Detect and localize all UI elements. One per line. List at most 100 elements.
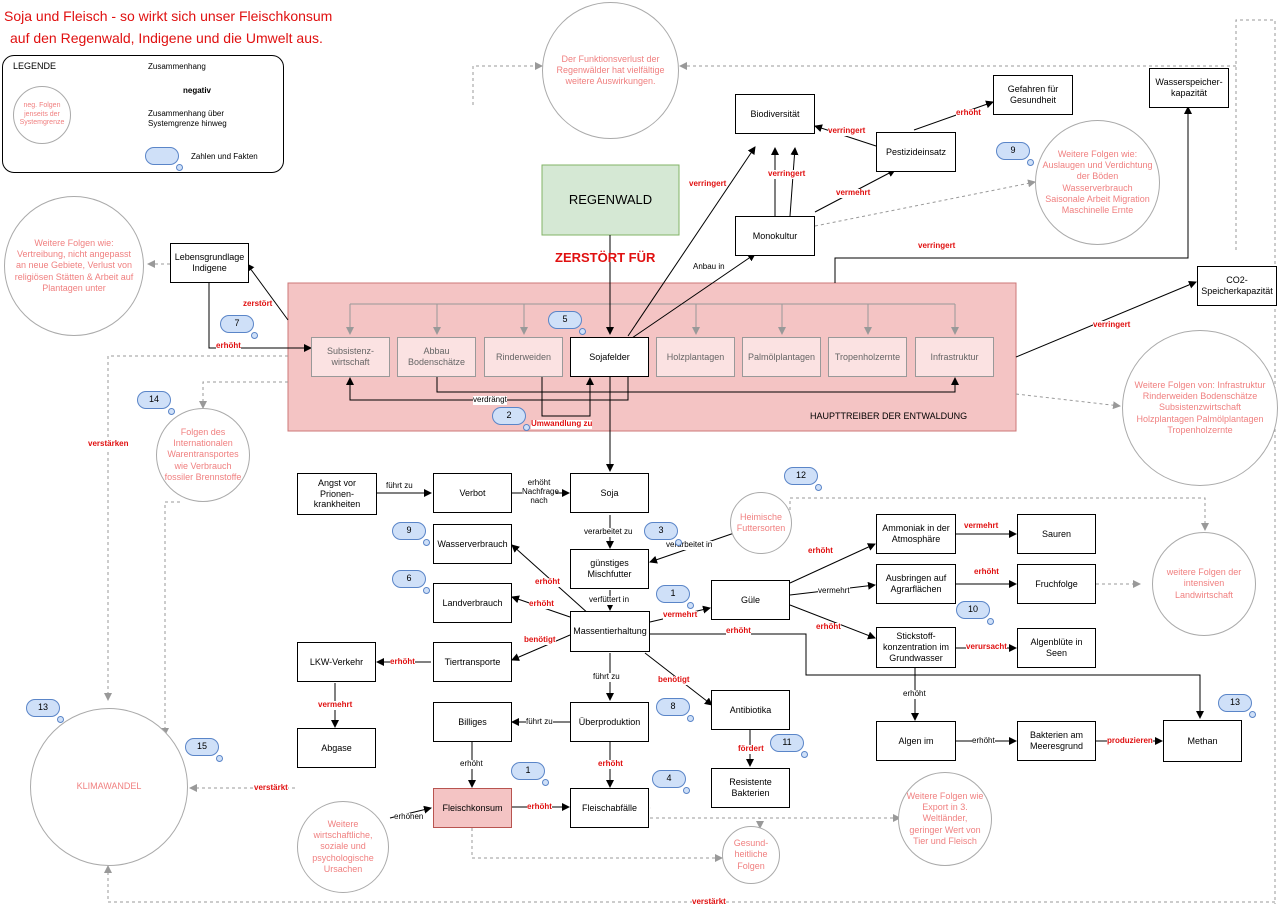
cloud-icon: 11 bbox=[770, 734, 808, 758]
edge-verringert-biodiv-pest: verringert bbox=[828, 126, 866, 136]
node-ueberproduktion: Überproduktion bbox=[570, 702, 649, 742]
edge-vermehrt-abgase: vermehrt bbox=[318, 700, 353, 710]
legend-grenze-2: Systemgrenze hinweg bbox=[148, 119, 227, 128]
node-pestizid: Pestizideinsatz bbox=[876, 132, 956, 172]
cloud-icon: 10 bbox=[956, 601, 994, 625]
node-massentierhaltung: Massentierhaltung bbox=[570, 611, 650, 652]
circle-heimisch: Heimische Futtersorten bbox=[730, 492, 792, 554]
edge-erhoehen: erhöhen bbox=[394, 812, 424, 822]
node-co2: CO2-Speicherkapazität bbox=[1197, 266, 1277, 306]
cloud-icon: 8 bbox=[656, 698, 694, 722]
edge-vermehrt-guele: vermehrt bbox=[663, 610, 698, 620]
node-algenbluete: Algenblüte in Seen bbox=[1017, 628, 1096, 668]
regenwald-label: REGENWALD bbox=[568, 192, 653, 208]
cloud-icon: 12 bbox=[784, 467, 822, 491]
cloud-icon: 9 bbox=[392, 522, 430, 546]
circle-intensiv: weitere Folgen der intensiven Landwirtsc… bbox=[1152, 532, 1256, 636]
edge-erhoeht-stickstoff: erhöht bbox=[816, 622, 841, 632]
edge-umwandlung: Umwandlung zu bbox=[531, 419, 593, 429]
edge-verursacht: verursacht bbox=[966, 642, 1007, 652]
edge-anbau: Anbau in bbox=[693, 262, 725, 272]
node-abgase: Abgase bbox=[297, 728, 376, 768]
edge-erhoeht-indigene: erhöht bbox=[216, 341, 241, 351]
edge-erhoeht-bakterien: erhöht bbox=[972, 736, 995, 746]
node-stickstoff: Stickstoff-konzentration im Grundwasser bbox=[876, 627, 956, 668]
node-resistente: Resistente Bakterien bbox=[711, 768, 790, 808]
cloud-icon: 6 bbox=[392, 570, 430, 594]
edge-erhoeht-methan: erhöht bbox=[726, 626, 751, 636]
edge-foerdert: fördert bbox=[738, 744, 764, 754]
edge-erhoeht-frucht: erhöht bbox=[974, 567, 999, 577]
edge-produzieren: produzieren bbox=[1107, 736, 1153, 746]
legend-heading: LEGENDE bbox=[13, 61, 57, 71]
driver-rinder: Rinderweiden bbox=[484, 337, 563, 377]
circle-warentransport: Folgen des Internationalen Warentranspor… bbox=[156, 408, 250, 502]
circle-klimawandel: KLIMAWANDEL bbox=[30, 708, 188, 866]
edge-verringert-soja-biodiv: verringert bbox=[689, 179, 727, 189]
driver-soja: Sojafelder bbox=[570, 337, 649, 377]
node-angst: Angst vor Prionen-krankheiten bbox=[297, 473, 377, 515]
legend-circle: neg. Folgen jenseits der Systemgrenze bbox=[13, 86, 71, 144]
node-fleischabfaelle: Fleischabfälle bbox=[570, 788, 649, 828]
edge-erhoeht-nachfrage: erhöht Nachfrage nach bbox=[522, 478, 559, 506]
edge-benoetigt-antibiotika: benötigt bbox=[658, 675, 690, 685]
node-lebensgrundlage: Lebensgrundlage Indigene bbox=[170, 243, 249, 283]
cloud-icon: 5 bbox=[548, 311, 586, 335]
node-biodiversitaet: Biodiversität bbox=[735, 94, 815, 134]
legend-zahlen: Zahlen und Fakten bbox=[191, 152, 258, 161]
edge-vermehrt-sauren: vermehrt bbox=[964, 521, 999, 531]
legend-cloud-icon bbox=[145, 147, 183, 171]
edge-verarbeitet-in: verarbeitet in bbox=[666, 540, 713, 550]
driver-tropen: Tropenholzernte bbox=[828, 337, 907, 377]
cloud-icon: 13 bbox=[1218, 694, 1256, 718]
legend-grenze-1: Zusammenhang über bbox=[148, 109, 225, 118]
edge-erhoeht-wasser: erhöht bbox=[535, 577, 560, 587]
edge-vermehrt-pest: vermehrt bbox=[836, 188, 871, 198]
edge-zerstort: zerstört bbox=[243, 299, 273, 309]
edge-erhoeht-abfaelle: erhöht bbox=[598, 759, 623, 769]
edge-erhoeht-gefahren: erhöht bbox=[956, 108, 981, 118]
node-sauren: Sauren bbox=[1017, 514, 1096, 554]
edge-verringert-mono: verringert bbox=[768, 169, 806, 179]
cloud-icon: 14 bbox=[137, 391, 175, 415]
node-verbot: Verbot bbox=[433, 473, 512, 513]
driver-holz: Holzplantagen bbox=[656, 337, 735, 377]
cloud-icon: 15 bbox=[185, 738, 223, 762]
cloud-icon: 1 bbox=[656, 585, 694, 609]
node-wasserverbrauch: Wasserverbrauch bbox=[433, 524, 512, 564]
node-monokultur: Monokultur bbox=[735, 216, 815, 256]
node-ammoniak: Ammoniak in der Atmosphäre bbox=[876, 514, 956, 554]
edge-erhoeht-konsum: erhöht bbox=[527, 802, 552, 812]
cloud-icon: 9 bbox=[996, 142, 1034, 166]
circle-export: Weitere Folgen wie Export in 3. Weltländ… bbox=[898, 772, 992, 866]
edge-fuehrt-verbot: führt zu bbox=[386, 481, 413, 491]
title-line-2: auf den Regenwald, Indigene und die Umwe… bbox=[10, 29, 323, 46]
edge-verdraengt: verdrängt bbox=[473, 395, 507, 405]
edge-verarbeitet-zu: verarbeitet zu bbox=[584, 527, 633, 537]
node-billiges: Billiges bbox=[433, 702, 512, 742]
driver-abbau: Abbau Bodenschätze bbox=[397, 337, 476, 377]
driver-palm: Palmölplantagen bbox=[742, 337, 821, 377]
node-antibiotika: Antibiotika bbox=[711, 690, 790, 730]
node-fleischkonsum: Fleischkonsum bbox=[433, 788, 512, 828]
title-line-1: Soja und Fleisch - so wirkt sich unser F… bbox=[4, 8, 333, 24]
node-fruchtfolge: Fruchfolge bbox=[1017, 564, 1096, 604]
node-mischfutter: günstiges Mischfutter bbox=[570, 549, 649, 589]
edge-fuehrt-billiges: führt zu bbox=[526, 717, 553, 727]
circle-ursachen: Weitere wirtschaftliche, soziale und psy… bbox=[297, 801, 389, 893]
node-gefahren: Gefahren für Gesundheit bbox=[993, 75, 1073, 115]
cloud-icon: 3 bbox=[644, 522, 682, 546]
node-tiertransporte: Tiertransporte bbox=[433, 642, 512, 682]
cloud-icon: 7 bbox=[220, 315, 258, 339]
edge-erhoeht-algen: erhöht bbox=[903, 689, 926, 699]
cloud-icon: 13 bbox=[26, 699, 64, 723]
legend-zusammenhang: Zusammenhang bbox=[148, 62, 206, 71]
circle-funktionsverlust: Der Funktionsverlust der Regenwälder hat… bbox=[542, 2, 679, 139]
node-ausbringen: Ausbringen auf Agrarflächen bbox=[876, 564, 956, 604]
node-algen: Algen im bbox=[876, 721, 956, 761]
hauptreiber-label: HAUPTTREIBER DER ENTWALDUNG bbox=[810, 411, 968, 421]
edge-verstaerkt-klima: verstärkt bbox=[254, 783, 288, 793]
cloud-icon: 4 bbox=[652, 770, 690, 794]
edge-verstaerken: verstärken bbox=[88, 439, 129, 449]
edge-verringert-wasser: verringert bbox=[918, 241, 956, 251]
